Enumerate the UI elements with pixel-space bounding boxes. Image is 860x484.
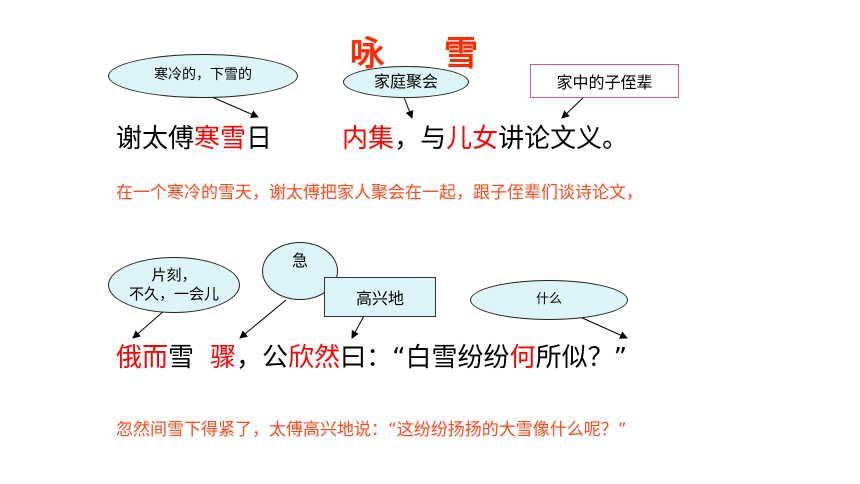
annotation-pianke-text-1: 片刻， <box>151 266 197 285</box>
page-title: 咏雪 <box>350 26 480 75</box>
keyword-hanxue: 寒雪 <box>194 124 247 154</box>
keyword-ernv: 儿女 <box>446 124 499 154</box>
keyword-xinran: 欣然 <box>288 343 341 373</box>
annotation-ji: 急 <box>262 242 338 300</box>
arrow-zizhi <box>561 95 586 119</box>
annotation-pianke: 片刻， 不久，一会儿 <box>108 257 240 313</box>
keyword-he: 何 <box>509 343 536 373</box>
arrow-pianke <box>132 309 166 339</box>
annotation-jiating-text: 家庭聚会 <box>373 72 438 91</box>
arrow-shenme <box>577 315 628 339</box>
annotation-hanleng: 寒冷的，下雪的 <box>108 54 298 98</box>
keyword-eer: 俄而 <box>116 343 169 373</box>
translation-2: 忽然间雪下得紧了，太傅高兴地说：“这纷纷扬扬的大雪像什么呢？” <box>116 420 627 440</box>
text-line-1: 谢太傅寒雪日内集，与儿女讲论文义。 <box>116 124 629 154</box>
keyword-zhou: 骤 <box>210 343 237 373</box>
arrow-gaoxing <box>351 313 366 339</box>
annotation-zizhi-text: 家中的子侄辈 <box>556 73 653 92</box>
arrow-ji <box>239 299 287 339</box>
text-line-2: 俄而雪骤，公欣然曰：“白雪纷纷何所似？” <box>116 343 628 373</box>
title-part2: 雪 <box>444 34 480 74</box>
annotation-ji-text: 急 <box>291 251 308 270</box>
annotation-shenme: 什么 <box>470 280 628 320</box>
keyword-neiji: 内集 <box>342 124 395 154</box>
annotation-jiating: 家庭聚会 <box>343 66 469 98</box>
annotation-gaoxing-text: 高兴地 <box>355 289 404 308</box>
annotation-gaoxing: 高兴地 <box>324 277 436 317</box>
translation-1: 在一个寒冷的雪天，谢太傅把家人聚会在一起，跟子侄辈们谈诗论文， <box>116 183 643 203</box>
annotation-hanleng-text: 寒冷的，下雪的 <box>154 67 252 84</box>
annotation-zizhi: 家中的子侄辈 <box>530 64 679 98</box>
annotation-shenme-text: 什么 <box>535 291 562 307</box>
annotation-pianke-text-2: 不久，一会儿 <box>128 285 219 303</box>
